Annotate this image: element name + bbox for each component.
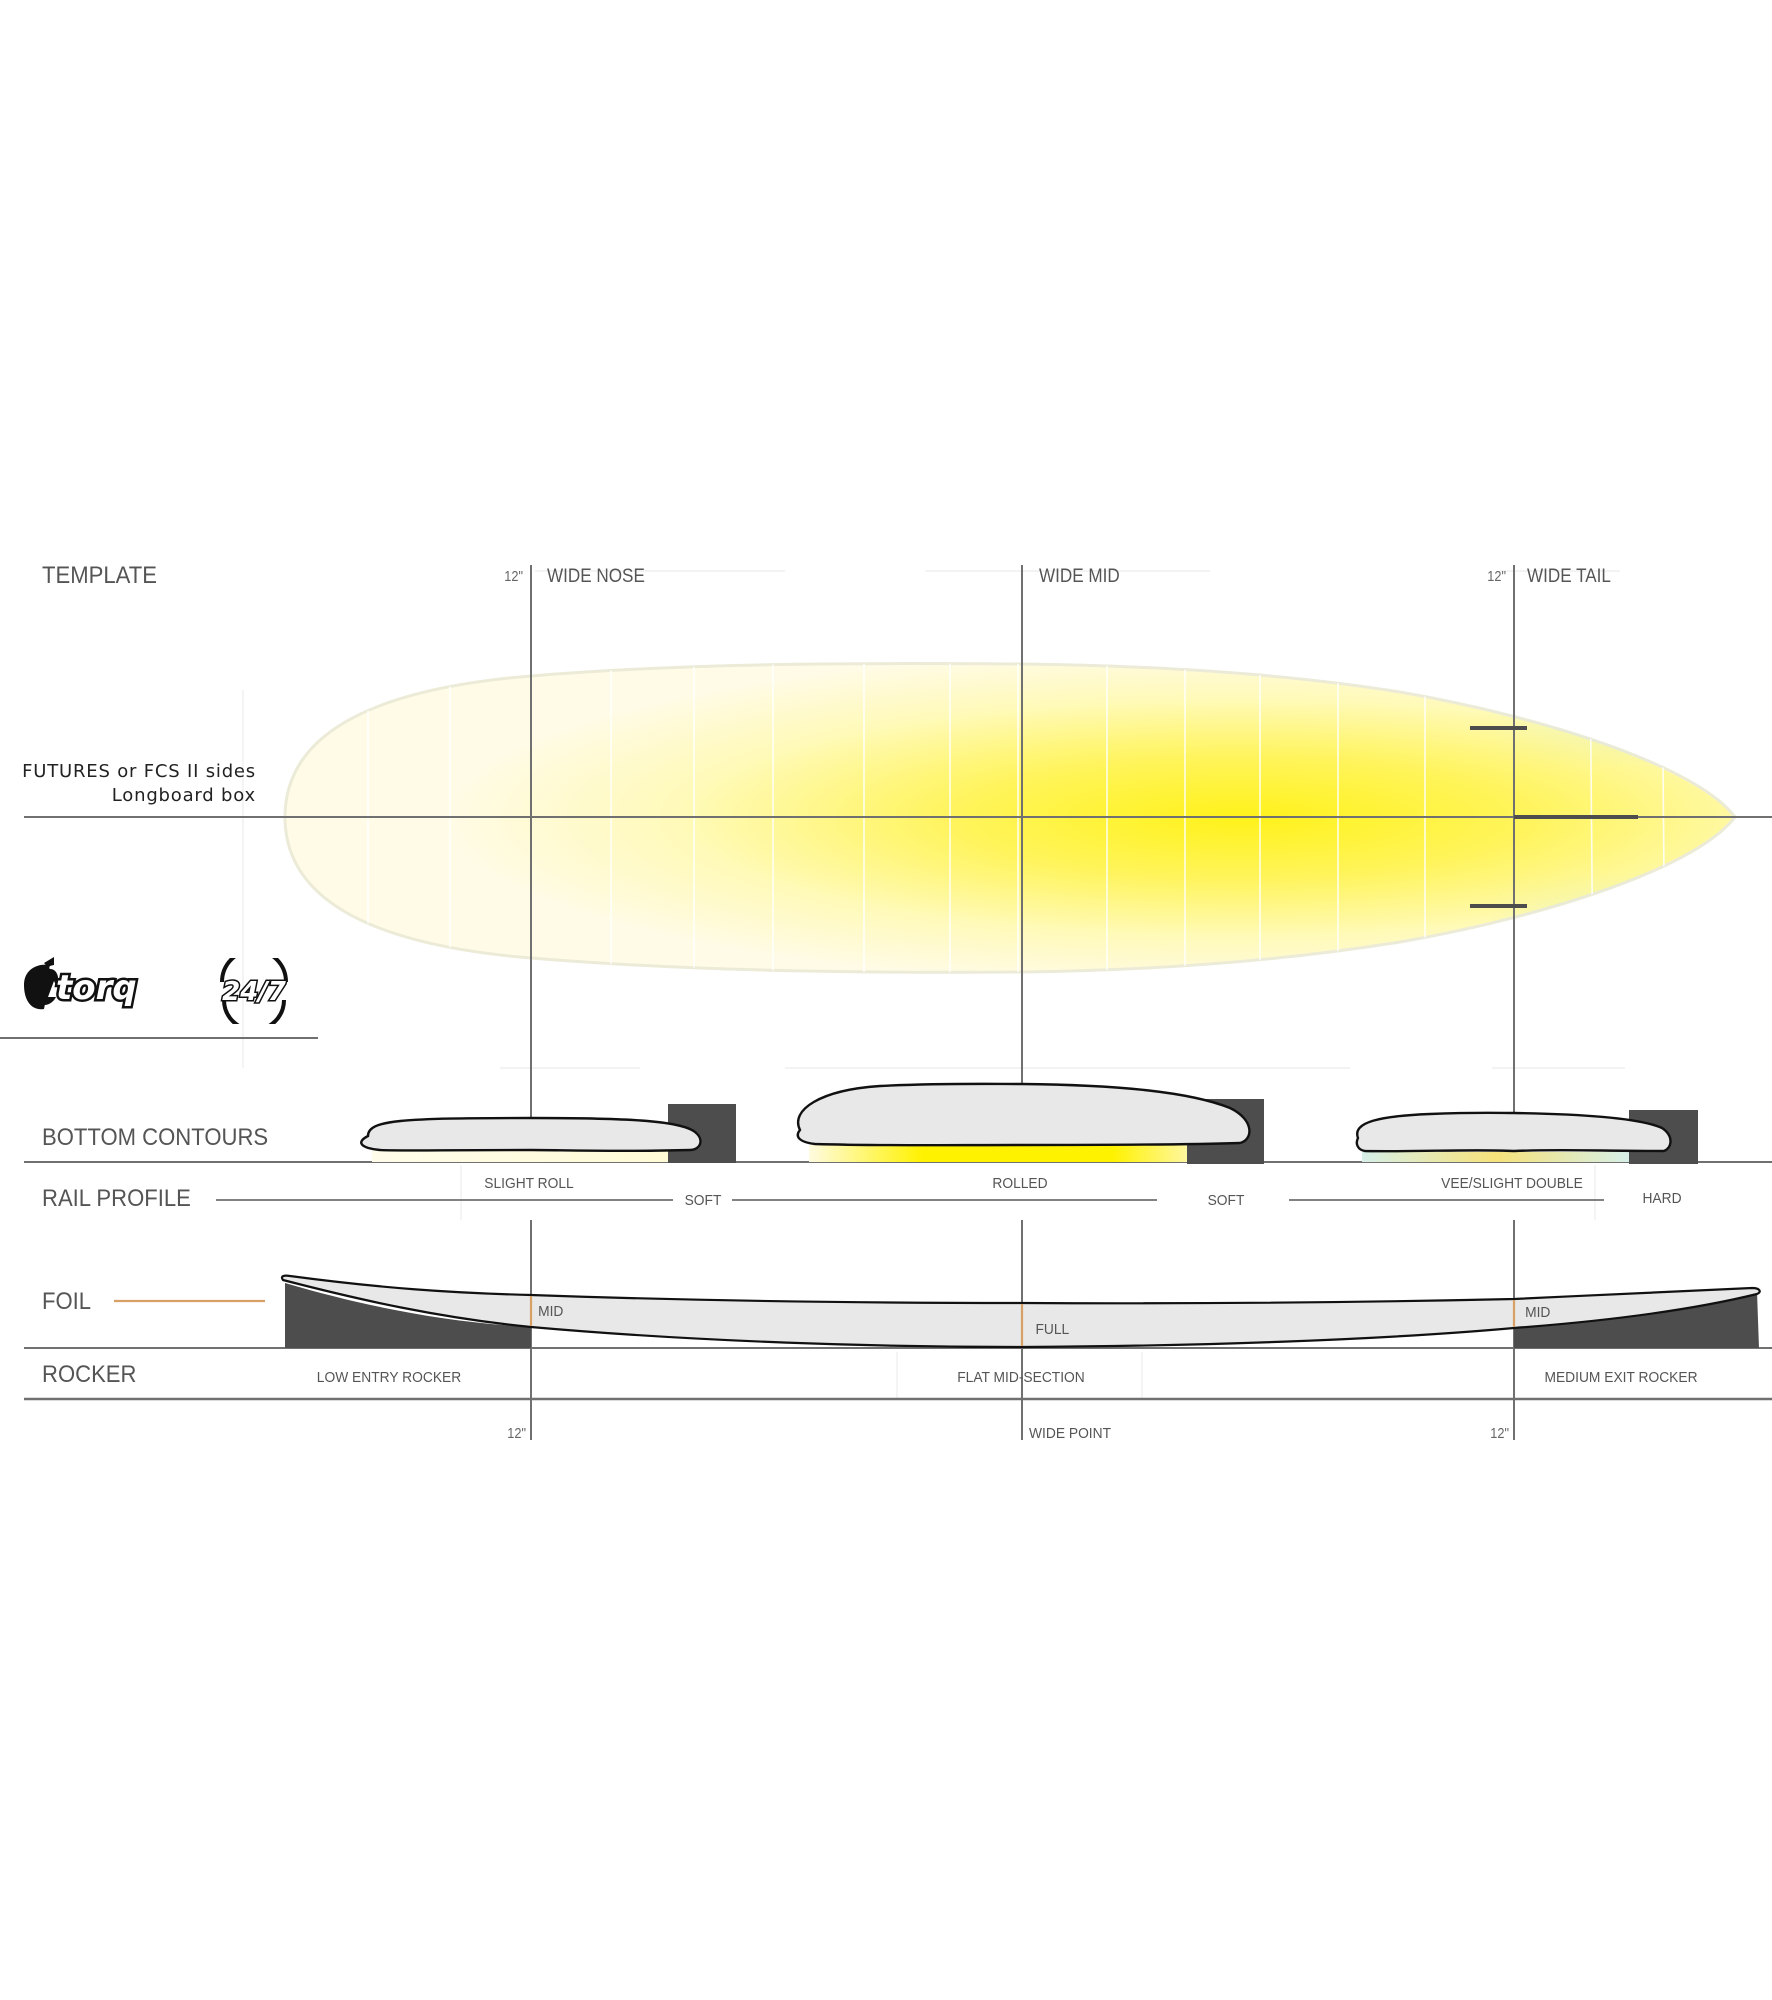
section-label-rocker: ROCKER	[42, 1361, 137, 1388]
section-label-bottom-contours: BOTTOM CONTOURS	[42, 1124, 269, 1151]
fin-markers	[1470, 726, 1638, 908]
model-247-logo-icon: 24/7	[220, 958, 288, 1024]
bottom-contour-mid: ROLLED	[992, 1175, 1048, 1192]
foil-nose-label: MID	[538, 1303, 564, 1320]
rocker-mid-label: FLAT MID-SECTION	[957, 1369, 1085, 1386]
wide-mid-label: WIDE MID	[1039, 566, 1120, 587]
bottom-contours	[360, 1082, 1698, 1164]
faint-guides	[242, 570, 1625, 1398]
bottom-contour-tail: VEE/SLIGHT DOUBLE	[1441, 1175, 1583, 1192]
foil-mid-label: FULL	[1035, 1321, 1070, 1338]
svg-text:24/7: 24/7	[222, 977, 287, 1007]
bottom-axis-nose-12in: 12"	[507, 1425, 526, 1442]
board-template	[283, 661, 1737, 974]
rail-profile-mid: SOFT	[1207, 1192, 1245, 1209]
rocker-tail-label: MEDIUM EXIT ROCKER	[1544, 1369, 1698, 1386]
tail-width-label: 12"	[1487, 568, 1506, 585]
bottom-axis-tail-12in: 12"	[1490, 1425, 1509, 1442]
section-label-rail-profile: RAIL PROFILE	[42, 1185, 191, 1212]
rail-profile-nose: SOFT	[684, 1192, 722, 1209]
section-label-template: TEMPLATE	[42, 562, 157, 589]
torq-logo-icon: torq	[24, 957, 139, 1011]
rail-profile-tail: HARD	[1642, 1190, 1682, 1207]
foil-profile	[114, 1274, 1761, 1349]
section-label-foil: FOIL	[42, 1288, 92, 1315]
fin-setup-info: FUTURES or FCS II sides Longboard box	[22, 760, 256, 808]
fin-setup-sides: FUTURES or FCS II sides	[22, 761, 256, 782]
wide-nose-label: WIDE NOSE	[547, 566, 645, 587]
bottom-contour-nose: SLIGHT ROLL	[484, 1175, 574, 1192]
svg-text:torq: torq	[56, 968, 137, 1008]
bottom-axis-wide-point: WIDE POINT	[1029, 1425, 1112, 1442]
wide-tail-label: WIDE TAIL	[1527, 566, 1611, 587]
fin-setup-box: Longboard box	[111, 785, 256, 806]
nose-width-label: 12"	[504, 568, 523, 585]
rocker-nose-label: LOW ENTRY ROCKER	[316, 1369, 462, 1386]
foil-tail-label: MID	[1525, 1304, 1551, 1321]
